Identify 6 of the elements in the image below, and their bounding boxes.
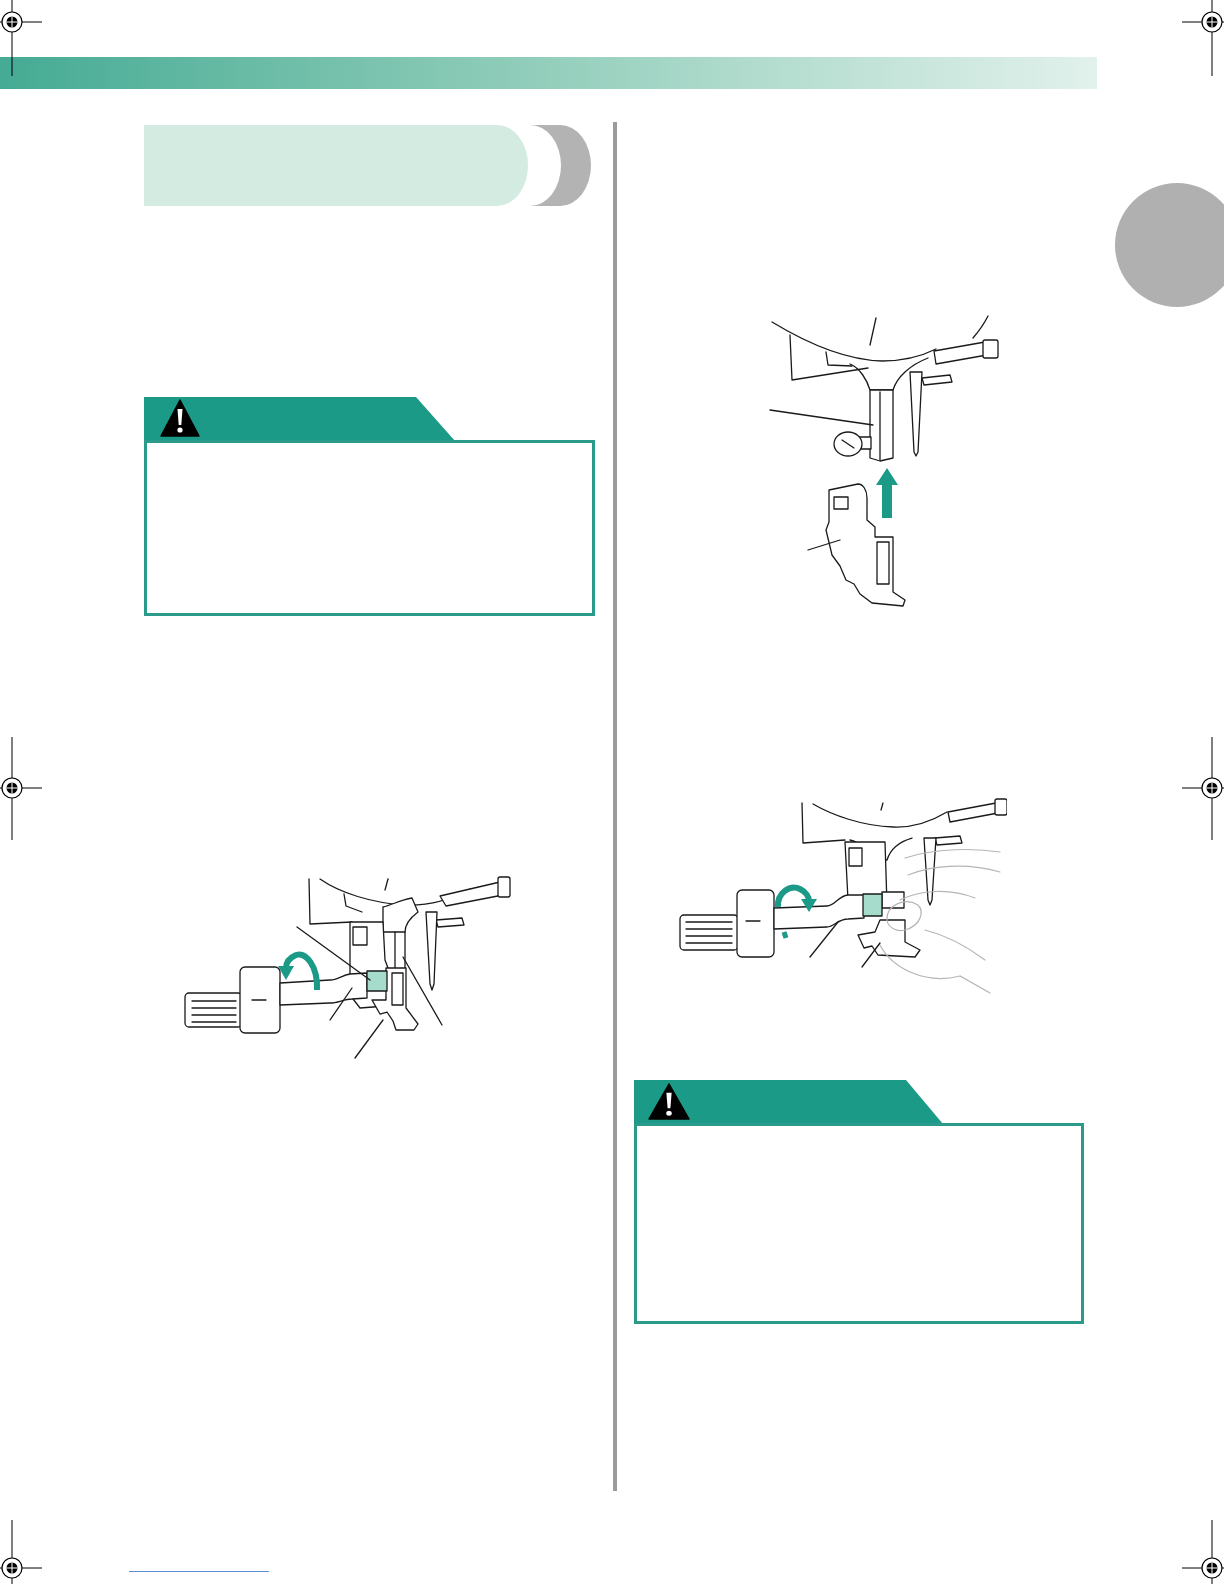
caution-frame [144, 440, 595, 616]
caution-header-tab [634, 1080, 943, 1124]
chapter-tab [1115, 183, 1224, 307]
caution-header-tab [144, 397, 455, 441]
caution-frame [634, 1123, 1084, 1324]
heading-band [144, 125, 591, 206]
